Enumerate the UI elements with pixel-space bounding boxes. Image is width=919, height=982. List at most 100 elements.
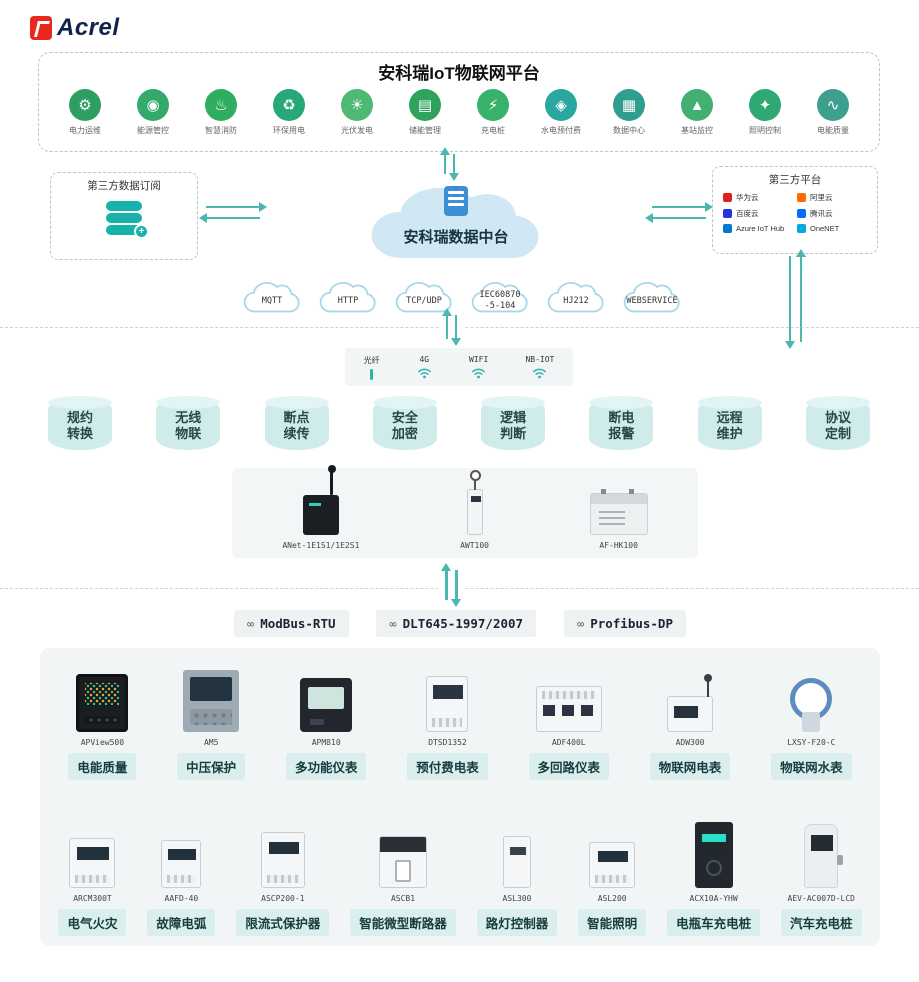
device-asl300: ASL300 路灯控制器 (476, 820, 558, 936)
vendor-name: 阿里云 (810, 193, 833, 202)
feature-outage-alarm: 断电报警 (589, 396, 654, 450)
arcm300t-image (69, 838, 116, 888)
pv-icon: ☀ (341, 89, 373, 121)
arrow-up-icon (796, 249, 806, 342)
arrow-left-icon (645, 213, 706, 223)
device-apm810: APM810 多功能仪表 (285, 664, 367, 780)
app-basestation: ▲基站监控 (665, 89, 729, 136)
vendor-onenet: OneNET (797, 224, 867, 233)
charging-pile-icon: ⚡ (477, 89, 509, 121)
cloud-outline (471, 281, 528, 313)
adw300-image (667, 674, 714, 732)
arrow-right-icon (652, 202, 713, 212)
third-party-platform-title: 第三方平台 (768, 174, 822, 186)
app-label: 水电预付费 (541, 126, 581, 135)
plus-badge-icon: + (134, 224, 149, 239)
feature-label: 无线 (175, 409, 202, 425)
arrow-left-icon (199, 213, 260, 223)
arrow-right-icon (206, 202, 267, 212)
baidu-cloud-icon (723, 209, 732, 218)
feature-label: 转换 (66, 426, 93, 441)
feature-label: 报警 (608, 426, 635, 441)
gateway-model: ANet-1E1S1/1E2S1 (282, 541, 360, 550)
device-model: APView500 (80, 738, 125, 747)
bus-label: ModBus-RTU (260, 616, 336, 631)
gateway-features-row: 规约转换 无线物联 断点续传 安全加密 逻辑判断 断电报警 远程维护 协议定制 (48, 396, 870, 450)
updown-arrow-divider1 (440, 308, 463, 346)
app-prepaid: ◈水电预付费 (529, 89, 593, 136)
app-label: 照明控制 (749, 126, 781, 135)
gateway-anet: ANet-1E1S1/1E2S1 (282, 465, 360, 550)
apm810-image (300, 678, 353, 732)
water-meter-image (793, 678, 829, 732)
app-power-om: ⚙电力运维 (53, 89, 117, 136)
feature-label: 定制 (824, 426, 851, 441)
device-dtsd1352: DTSD1352 预付费电表 (407, 664, 488, 780)
bus-modbus: ∞ModBus-RTU (234, 610, 349, 637)
feature-logic-judgement: 逻辑判断 (481, 396, 546, 450)
feature-protocol-conversion: 规约转换 (48, 396, 112, 450)
device-model: AM5 (203, 738, 219, 747)
cloud-outline (623, 281, 680, 313)
basestation-icon: ▲ (681, 89, 713, 121)
app-charging: ⚡充电桩 (461, 89, 525, 136)
fieldbus-protocols-row: ∞ModBus-RTU ∞DLT645-1997/2007 ∞Profibus-… (234, 610, 686, 637)
app-storage: ▤储能管理 (393, 89, 457, 136)
lighting-icon: ✦ (749, 89, 781, 121)
protocol-label: HJ212 (563, 295, 589, 306)
ascp200-image (260, 832, 305, 888)
gateway-devices-box: ANet-1E1S1/1E2S1 AWT100 AF-HK100 (232, 465, 698, 558)
arrow-down-icon (449, 154, 459, 181)
net-4g: 4G (417, 355, 432, 379)
gateway-model: AWT100 (460, 541, 489, 550)
net-nbiot: NB-IOT (525, 355, 554, 379)
device-model: AEV-AC007D-LCD (787, 894, 855, 903)
app-label: 智慧消防 (205, 126, 237, 135)
azure-iot-hub-icon (723, 224, 732, 233)
bus-profibus: ∞ Profibus-DP (563, 610, 686, 637)
app-eco-power: ♻环保用电 (257, 89, 321, 136)
device-category-chip: 物联网水表 (771, 753, 852, 780)
aafd40-image (161, 840, 202, 888)
gateway-afhk100: AF-HK100 (589, 489, 648, 550)
ascb1-image (379, 836, 428, 888)
feature-label: 远程 (716, 409, 743, 425)
bus-label: Profibus-DP (590, 616, 673, 631)
acrel-logo-text: Acrel (57, 14, 120, 41)
app-label: 数据中心 (613, 126, 645, 135)
link-icon: ∞ (389, 616, 397, 631)
arrow-up-icon (442, 308, 452, 339)
cloud-outline (395, 281, 452, 313)
feature-label: 判断 (500, 426, 527, 441)
power-quality-icon: ∿ (817, 89, 849, 121)
right-data-arrows (645, 202, 713, 223)
device-category-chip: 中压保护 (177, 753, 246, 780)
am5-image (183, 670, 240, 732)
feature-label: 加密 (391, 426, 418, 441)
device-model: LXSY-F20-C (787, 738, 836, 747)
device-category-chip: 故障电弧 (147, 909, 216, 936)
feature-remote-maintenance: 远程维护 (697, 396, 762, 450)
arrow-up-icon (441, 563, 451, 600)
updown-arrow-divider2 (438, 563, 465, 607)
app-smart-fire: ♨智慧消防 (189, 89, 253, 136)
feature-label: 规约 (66, 409, 93, 425)
gateway-awt100: AWT100 (460, 470, 489, 550)
protocol-label: IEC60870 (479, 290, 521, 301)
app-datacenter: ▦数据中心 (597, 89, 661, 136)
device-model: ASCB1 (390, 894, 416, 903)
db-disk (106, 201, 142, 211)
net-label: 4G (419, 355, 430, 364)
aev-charger-image (804, 824, 844, 888)
data-hub-cloud: 安科瑞数据中台 (345, 166, 567, 272)
link-icon: ∞ (576, 616, 585, 631)
db-disk (106, 225, 142, 235)
vendor-name: Azure IoT Hub (736, 224, 785, 233)
vendor-azure: Azure IoT Hub (723, 224, 793, 233)
acx10a-image (694, 822, 733, 888)
transport-protocols-row: MQTT HTTP TCP/UDP IEC60870-5-104 HJ212 W… (236, 274, 688, 320)
anet-gateway-image (302, 465, 339, 535)
energy-mgmt-icon: ◉ (137, 89, 169, 121)
apview500-image (76, 674, 129, 732)
